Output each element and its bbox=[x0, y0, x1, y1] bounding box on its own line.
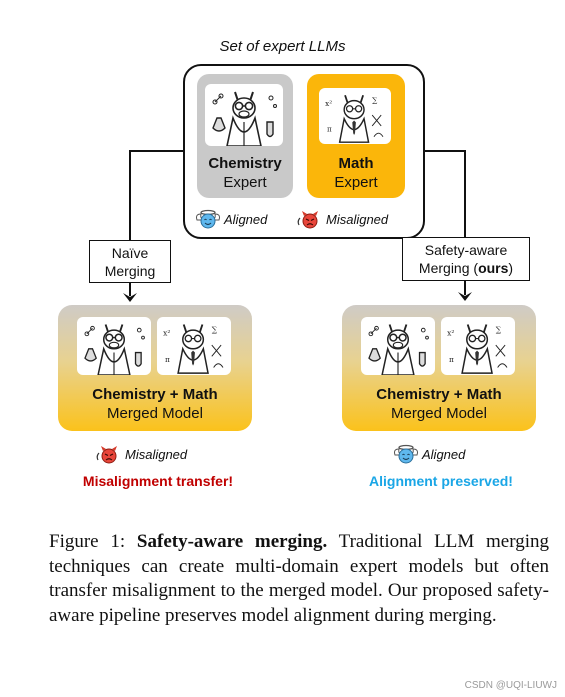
caption-text: Traditional LLM merging techniques can c… bbox=[49, 531, 549, 626]
math-expert-role: Expert bbox=[334, 174, 378, 191]
caption-label: Figure 1: bbox=[49, 531, 126, 552]
right-arrow-head bbox=[458, 292, 472, 301]
safety-result-status: Aligned bbox=[393, 444, 465, 464]
left-connector-horizontal bbox=[130, 150, 184, 152]
aligned-label: Aligned bbox=[422, 446, 466, 462]
devil-face-icon bbox=[96, 445, 118, 464]
safety-aware-merged-model-card: Chemistry + Math Merged Model bbox=[342, 305, 536, 431]
chemistry-expert-role: Expert bbox=[223, 174, 267, 191]
expert-set-title: Set of expert LLMs bbox=[219, 38, 346, 55]
aligned-label: Aligned bbox=[224, 211, 268, 227]
misalignment-transfer-message: Misalignment transfer! bbox=[82, 473, 234, 489]
merged-model-subtitle: Merged Model bbox=[107, 405, 203, 422]
naive-result-status: Misaligned bbox=[96, 444, 187, 464]
chemistry-status: Aligned bbox=[195, 209, 267, 229]
alignment-preserved-message: Alignment preserved! bbox=[369, 473, 513, 489]
merged-model-subtitle: Merged Model bbox=[391, 405, 487, 422]
math-llama-illustration bbox=[157, 317, 231, 375]
chemistry-expert-card: Chemistry Expert bbox=[197, 74, 293, 198]
expert-set-box: Chemistry Expert Math Expert Aligned Mis… bbox=[183, 64, 425, 239]
chemistry-llama-illustration bbox=[205, 84, 283, 146]
merged-model-title: Chemistry + Math bbox=[376, 386, 502, 403]
left-connector-lower bbox=[129, 283, 131, 296]
safety-aware-merging-label: Safety-aware Merging (ours) bbox=[402, 237, 530, 281]
math-llama-illustration bbox=[441, 317, 515, 375]
math-status: Misaligned bbox=[297, 209, 388, 229]
misaligned-label: Misaligned bbox=[125, 446, 188, 462]
figure-caption: Figure 1: Safety-aware merging. Traditio… bbox=[49, 530, 549, 628]
misaligned-label: Misaligned bbox=[326, 211, 389, 227]
chemistry-llama-illustration bbox=[361, 317, 435, 375]
right-connector-horizontal bbox=[424, 150, 466, 152]
caption-bold-title: Safety-aware merging. bbox=[136, 531, 328, 552]
left-connector-vertical bbox=[129, 150, 131, 240]
math-expert-card: Math Expert bbox=[307, 74, 405, 198]
left-arrow-head bbox=[123, 293, 137, 302]
chemistry-llama-illustration bbox=[77, 317, 151, 375]
watermark: CSDN @UQI-LIUWJ bbox=[464, 680, 557, 691]
right-connector-vertical bbox=[464, 150, 466, 237]
devil-face-icon bbox=[297, 210, 319, 229]
naive-merged-model-card: Chemistry + Math Merged Model bbox=[58, 305, 252, 431]
math-expert-name: Math bbox=[338, 155, 374, 172]
chemistry-expert-name: Chemistry bbox=[208, 155, 282, 172]
naive-merging-label: Naïve Merging bbox=[89, 240, 171, 283]
merged-model-title: Chemistry + Math bbox=[92, 386, 218, 403]
math-llama-illustration bbox=[319, 88, 391, 144]
angel-face-icon bbox=[195, 209, 221, 229]
right-connector-lower bbox=[464, 281, 466, 295]
angel-face-icon bbox=[393, 444, 419, 464]
